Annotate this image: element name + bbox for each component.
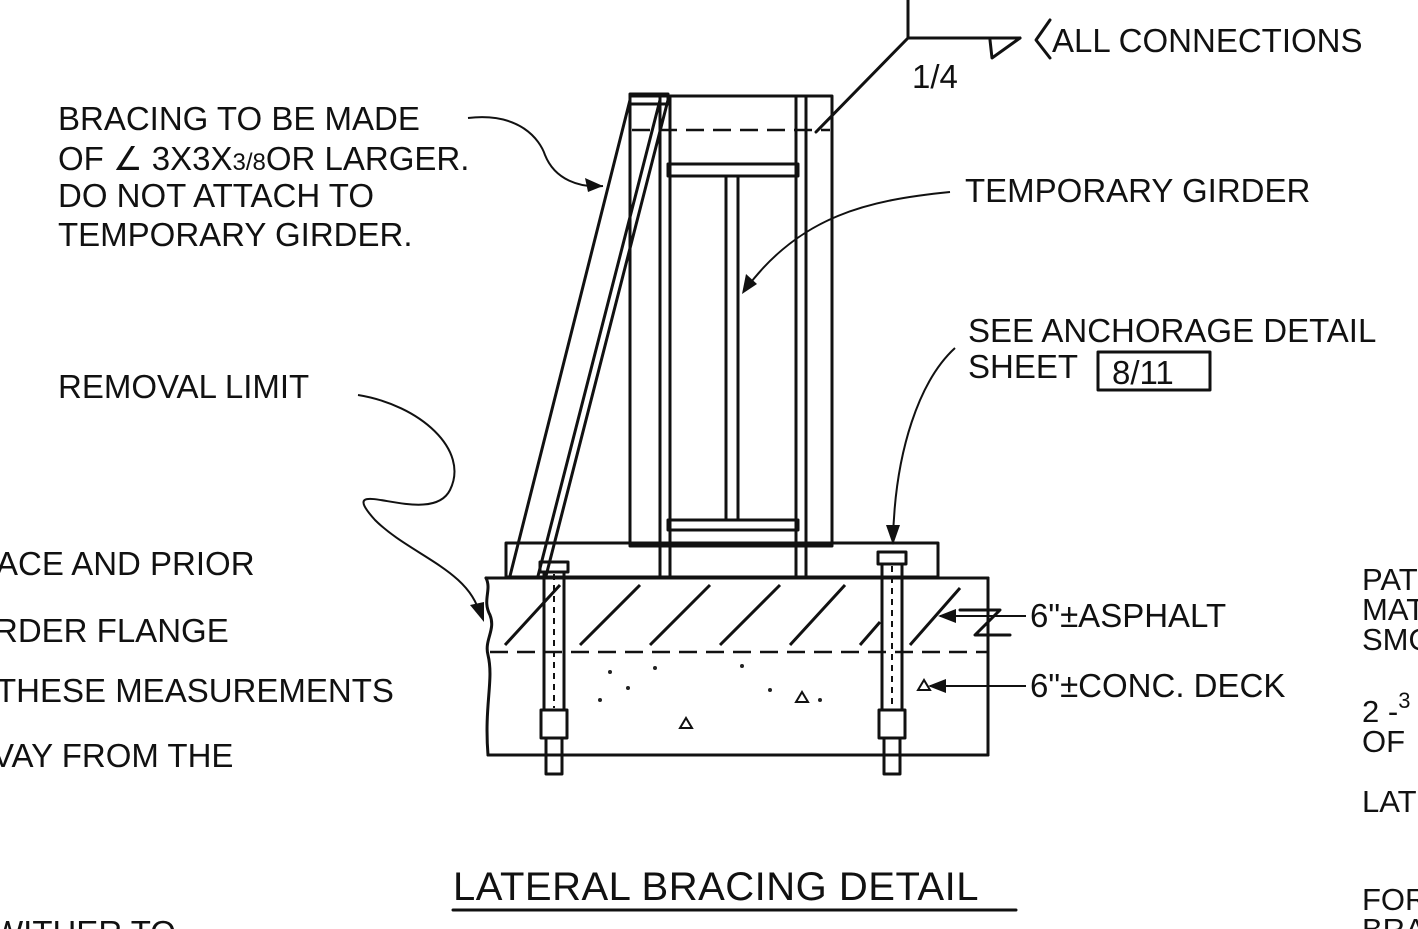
bracing-leader-arrow: [585, 178, 603, 192]
right-note-line6: LAT: [1362, 784, 1417, 819]
girder-leader-arrow: [742, 274, 757, 294]
bracing-note-line4: TEMPORARY GIRDER.: [58, 216, 413, 253]
temporary-girder-label: TEMPORARY GIRDER: [965, 172, 1310, 209]
conc-deck-arrow: [928, 679, 946, 693]
weld-size-label: 1/4: [912, 58, 958, 95]
anchorage-leader: [892, 347, 956, 541]
right-note-line4: 2 -3: [1362, 688, 1410, 729]
left-note-line3: THESE MEASUREMENTS: [0, 672, 394, 709]
bracing-note-angle: OF ∠ 3X3X: [58, 140, 232, 177]
right-note-line1: PAT: [1362, 562, 1418, 597]
removal-limit-leader: [357, 394, 481, 616]
asphalt-arrow: [938, 609, 956, 623]
removal-limit-arrow: [470, 602, 484, 622]
right-note-line5: OF: [1362, 724, 1405, 759]
temporary-girder-section: [628, 94, 834, 578]
girder-leader: [744, 191, 951, 291]
left-note-line4: VAY FROM THE: [0, 737, 233, 774]
anchorage-sheet-number: 8/11: [1112, 354, 1174, 391]
right-note-count: 2 -: [1362, 694, 1398, 729]
bracing-note-line3: DO NOT ATTACH TO: [58, 177, 374, 214]
detail-title: LATERAL BRACING DETAIL: [453, 865, 979, 909]
anchor-bolt-left: [538, 560, 570, 776]
bracing-leader: [467, 116, 604, 188]
anchorage-sheet-box: [1096, 350, 1212, 392]
left-note-line1: ACE AND PRIOR: [0, 545, 255, 582]
right-note-line3: SMO: [1362, 622, 1418, 657]
anchorage-line2: SHEET: [968, 348, 1078, 385]
right-note-line2: MAT: [1362, 592, 1418, 627]
bracing-angle: [508, 92, 670, 578]
sole-plate: [504, 541, 940, 579]
right-note-line7: FOR: [1362, 882, 1418, 917]
bracing-note-fraction: 3/8: [232, 149, 265, 176]
all-connections-label: ALL CONNECTIONS: [1052, 22, 1363, 59]
conc-deck-label: 6"±CONC. DECK: [1030, 667, 1285, 704]
right-note-superscript: 3: [1398, 688, 1410, 713]
anchorage-leader-arrow: [886, 525, 900, 545]
bracing-note-line1: BRACING TO BE MADE: [58, 100, 420, 137]
bracing-note-line2: OF ∠ 3X3X3/8OR LARGER.: [58, 140, 469, 177]
left-note-line5: WITHER TO: [0, 914, 176, 929]
removal-limit-label: REMOVAL LIMIT: [58, 368, 309, 405]
anchor-bolt-right: [876, 550, 908, 776]
anchorage-line1: SEE ANCHORAGE DETAIL: [968, 312, 1376, 349]
asphalt-label: 6"±ASPHALT: [1030, 597, 1226, 634]
bracing-note-larger: OR LARGER.: [266, 140, 470, 177]
left-note-line2: RDER FLANGE: [0, 612, 229, 649]
right-note-line8: BRA: [1362, 912, 1418, 929]
